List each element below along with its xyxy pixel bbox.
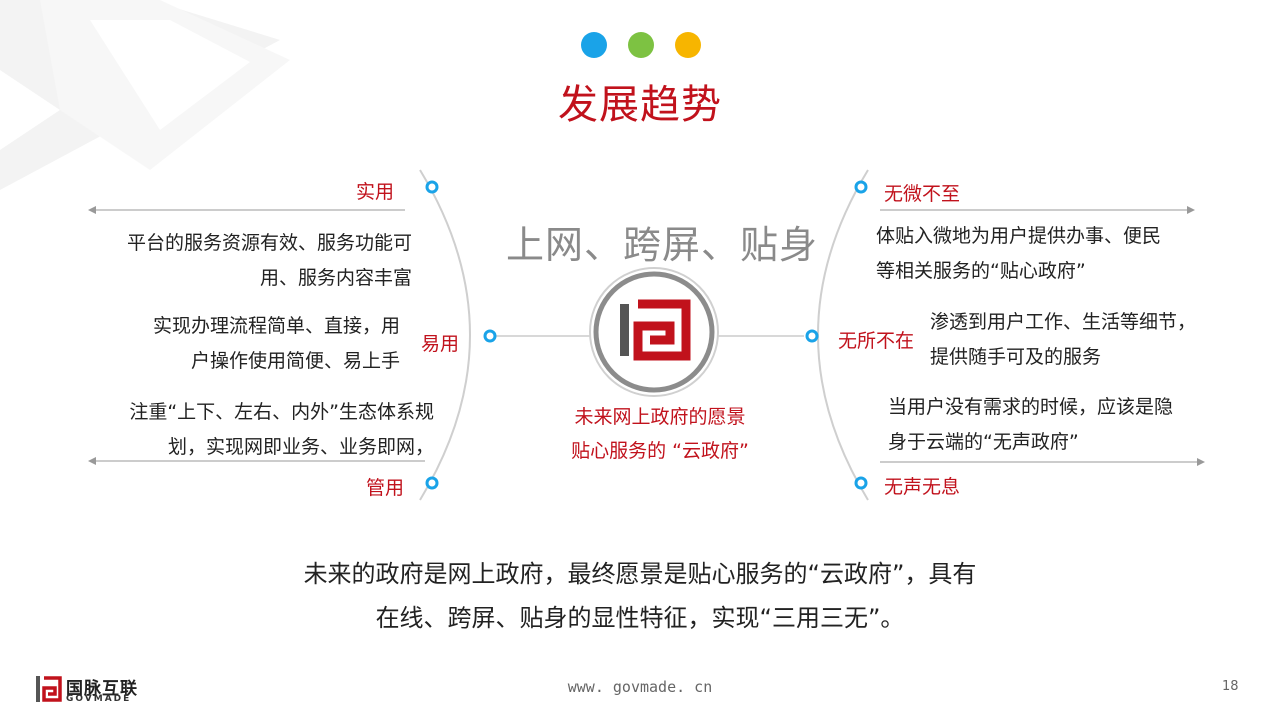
desc-easy-line1: 实现办理流程简单、直接，用: [152, 315, 400, 337]
subtitle: 上网、跨屏、贴身: [506, 223, 819, 267]
node-circles: [425, 180, 868, 490]
summary-line2: 在线、跨屏、贴身的显性特征，实现“三用三无”。: [375, 604, 905, 632]
govmade-logo-icon: [589, 267, 719, 397]
desc-practical-line2: 用、服务内容丰富: [259, 267, 412, 289]
label-easy: 易用: [421, 333, 460, 355]
desc-effective-line1: 注重“上下、左右、内外”生态体系规: [129, 401, 434, 423]
center-vision-line1: 未来网上政府的愿景: [574, 406, 746, 428]
desc-ubiquitous-line2: 提供随手可及的服务: [930, 346, 1102, 368]
center-vision: 未来网上政府的愿景 贴心服务的 “云政府”: [540, 400, 780, 468]
desc-practical: 平台的服务资源有效、服务功能可 用、服务内容丰富: [92, 226, 412, 296]
label-practical: 实用: [356, 181, 395, 203]
desc-practical-line1: 平台的服务资源有效、服务功能可: [126, 232, 412, 254]
desc-effective: 注重“上下、左右、内外”生态体系规 划，实现网即业务、业务即网，: [92, 395, 434, 465]
footer-logo-mark: [36, 676, 62, 702]
desc-easy-line2: 户操作使用简便、易上手: [190, 350, 400, 372]
desc-easy: 实现办理流程简单、直接，用 户操作使用简便、易上手: [100, 309, 400, 379]
label-effective: 管用: [366, 477, 405, 499]
dot-yellow: [675, 32, 701, 58]
footer-url: www. govmade. cn: [567, 678, 713, 696]
desc-ubiquitous: 渗透到用户工作、生活等细节， 提供随手可及的服务: [930, 305, 1230, 375]
brand-name-cn: 国脉互联: [66, 679, 138, 699]
desc-silent: 当用户没有需求的时候，应该是隐 身于云端的“无声政府”: [888, 390, 1218, 460]
page-number: 18: [1222, 679, 1239, 694]
desc-effective-line2: 划，实现网即业务、业务即网，: [167, 436, 434, 458]
desc-meticulous-line2: 等相关服务的“贴心政府”: [876, 260, 1086, 282]
brand-name-en: GOVMADE: [66, 694, 132, 704]
center-vision-line2: 贴心服务的 “云政府”: [571, 440, 749, 462]
dot-green: [628, 32, 654, 58]
summary-line1: 未来的政府是网上政府，最终愿景是贴心服务的“云政府”，具有: [303, 560, 977, 588]
summary-text: 未来的政府是网上政府，最终愿景是贴心服务的“云政府”，具有 在线、跨屏、贴身的显…: [0, 552, 1280, 640]
desc-meticulous: 体贴入微地为用户提供办事、便民 等相关服务的“贴心政府”: [876, 219, 1206, 289]
label-meticulous: 无微不至: [884, 183, 961, 205]
desc-meticulous-line1: 体贴入微地为用户提供办事、便民: [876, 225, 1162, 247]
page-title: 发展趋势: [558, 82, 722, 128]
label-silent: 无声无息: [884, 476, 961, 498]
label-ubiquitous: 无所不在: [838, 330, 915, 352]
desc-silent-line2: 身于云端的“无声政府”: [888, 431, 1079, 453]
dot-blue: [581, 32, 607, 58]
desc-ubiquitous-line1: 渗透到用户工作、生活等细节，: [930, 311, 1197, 333]
desc-silent-line1: 当用户没有需求的时候，应该是隐: [888, 396, 1174, 418]
